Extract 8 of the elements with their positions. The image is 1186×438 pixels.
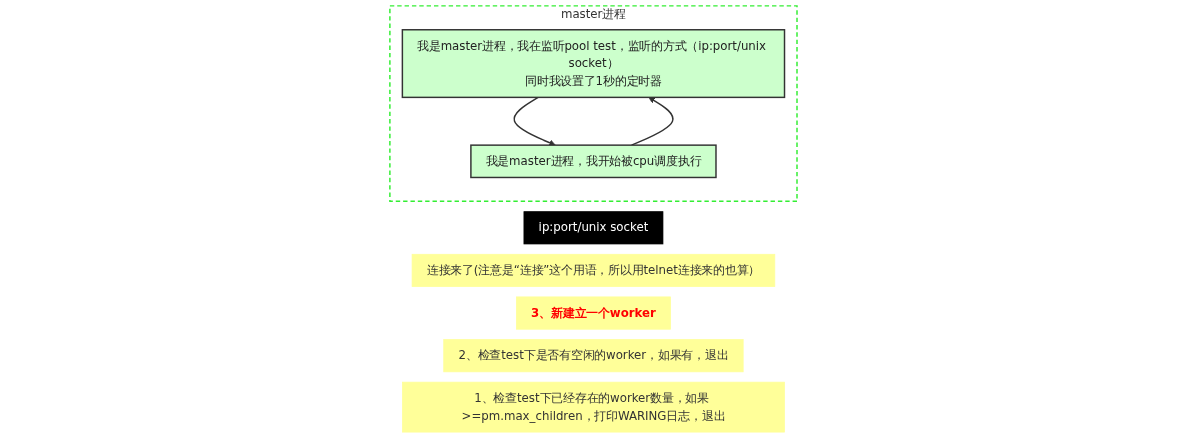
node-box: 1、检查test下已经存在的worker数量，如果 >=pm.max_children，打印WARING日志，退出: [401, 381, 785, 433]
node-box: ip:port/unix socket: [523, 211, 663, 245]
arrow: [513, 96, 556, 146]
node-box: 我是master进程，我开始被cpu调度执行: [469, 144, 717, 179]
node-box: 连接来了(注意是“连接”这个用语，所以用telnet连接来的也算）: [411, 253, 775, 287]
node-box: 我是master进程，我在监听pool test，监听的方式（ip:port/unix socket） 同时我设置了1秒的定时器: [401, 29, 785, 99]
node-box: 2、检查test下是否有空闲的worker，如果有，退出: [442, 339, 744, 373]
node-box: 3、新建立一个worker: [515, 296, 671, 330]
